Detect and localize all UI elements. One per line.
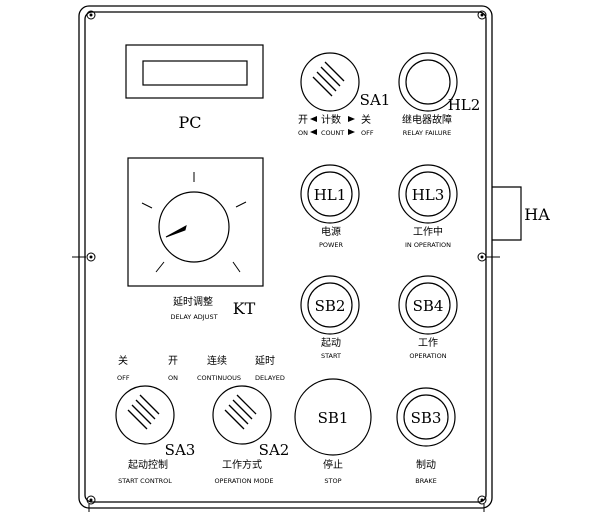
sb4-operation-button[interactable] — [398, 275, 458, 335]
mounting-hole-bottom-left — [86, 495, 96, 505]
side-tick-marks — [72, 256, 500, 512]
mounting-hole-bottom-right — [477, 495, 487, 505]
sb4-code: SB4 — [413, 297, 444, 315]
sb1-code: SB1 — [318, 409, 349, 427]
svg-text:延时: 延时 — [255, 355, 275, 367]
sb3-label-en: BRAKE — [415, 477, 437, 485]
sa3-label-cn: 起动控制 — [128, 458, 168, 471]
sa1-selector-switch[interactable] — [300, 52, 360, 112]
sa1-grip-icon — [312, 61, 345, 97]
sb1-label-cn: 停止 — [323, 458, 343, 471]
sa1-code: SA1 — [360, 91, 391, 109]
arrow-left-icon — [310, 129, 317, 135]
sb3-code: SB3 — [411, 409, 442, 427]
sb3-brake-button[interactable] — [396, 387, 456, 447]
svg-text:OFF: OFF — [361, 129, 374, 137]
svg-text:ON: ON — [298, 129, 308, 137]
svg-text:ON: ON — [168, 374, 178, 382]
ha-buzzer-box — [492, 186, 522, 241]
mounting-holes — [86, 10, 487, 505]
ha-code: HA — [524, 205, 550, 224]
sa2-code: SA2 — [259, 441, 290, 459]
svg-text:OFF: OFF — [117, 374, 130, 382]
kt-label-en: DELAY ADJUST — [170, 313, 217, 321]
timer-scale-ticks — [141, 172, 247, 273]
hl3-code: HL3 — [412, 186, 445, 204]
hl2-label-en: RELAY FAILURE — [403, 129, 452, 137]
sa2-grip-icon — [224, 394, 257, 430]
svg-text:开: 开 — [298, 115, 308, 126]
sa2-label-cn: 工作方式 — [222, 458, 262, 471]
mounting-hole-top-right — [477, 10, 487, 20]
svg-text:COUNT: COUNT — [321, 129, 344, 137]
svg-text:关: 关 — [118, 354, 128, 367]
hl3-indicator-lamp — [398, 164, 458, 224]
arrow-right-icon — [348, 129, 355, 135]
kt-code: KT — [233, 299, 256, 318]
sa3-positions: 关 开 OFF ON — [117, 354, 178, 382]
hl2-label-cn: 继电器故障 — [402, 113, 452, 126]
svg-text:开: 开 — [168, 356, 178, 367]
sa2-selector-switch[interactable] — [212, 385, 272, 445]
sa2-positions: 连续 延时 CONTINUOUS DELAYED — [197, 354, 285, 382]
mounting-hole-top-left — [86, 10, 96, 20]
svg-text:DELAYED: DELAYED — [255, 374, 285, 382]
hl3-label-cn: 工作中 — [413, 225, 443, 238]
pc-display-code: PC — [178, 113, 201, 132]
timer-pointer-icon — [165, 225, 187, 238]
sb4-label-cn: 工作 — [418, 337, 438, 349]
sa3-grip-icon — [127, 394, 160, 430]
mounting-hole-mid-right — [477, 252, 487, 262]
sa2-label-en: OPERATION MODE — [214, 477, 273, 485]
kt-label-cn: 延时调整 — [173, 295, 213, 308]
delay-timer-knob[interactable] — [127, 157, 264, 287]
hl1-label-en: POWER — [319, 241, 344, 249]
sb2-label-cn: 起动 — [321, 337, 341, 349]
sa3-selector-switch[interactable] — [115, 385, 175, 445]
hl3-label-en: IN OPERATION — [405, 241, 451, 249]
pc-display — [125, 44, 264, 99]
arrow-left-icon — [310, 116, 317, 122]
sa3-label-en: START CONTROL — [118, 477, 172, 485]
sb2-start-button[interactable] — [300, 275, 360, 335]
arrow-right-icon — [348, 116, 355, 122]
svg-text:CONTINUOUS: CONTINUOUS — [197, 374, 241, 382]
sb2-label-en: START — [321, 352, 341, 360]
sa3-code: SA3 — [165, 441, 196, 459]
sb1-stop-button[interactable] — [294, 378, 372, 456]
svg-text:关: 关 — [361, 113, 371, 126]
panel-frame — [78, 5, 493, 509]
sb4-label-en: OPERATION — [409, 352, 446, 360]
hl1-label-cn: 电源 — [321, 225, 341, 238]
sb2-code: SB2 — [315, 297, 346, 315]
hl2-indicator-lamp — [398, 52, 458, 112]
svg-text:连续: 连续 — [207, 354, 227, 367]
sa1-positions: 开 计数 关 ON COUNT OFF — [298, 113, 374, 137]
sb3-label-cn: 制动 — [416, 458, 436, 471]
hl2-code: HL2 — [448, 96, 481, 114]
hl1-indicator-lamp — [300, 164, 360, 224]
mounting-hole-mid-left — [86, 252, 96, 262]
sb1-label-en: STOP — [324, 477, 341, 485]
svg-text:计数: 计数 — [321, 113, 341, 126]
hl1-code: HL1 — [314, 186, 347, 204]
